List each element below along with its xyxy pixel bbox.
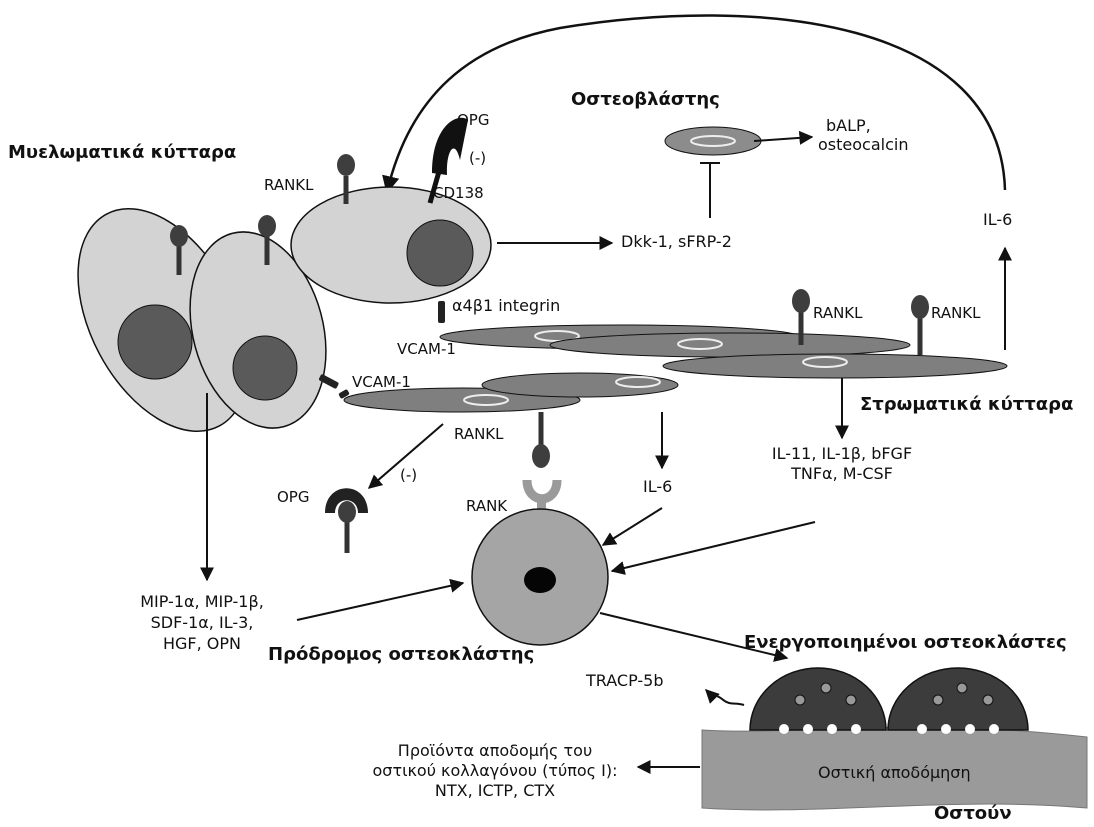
arrow-to-balp xyxy=(754,137,812,141)
integrin-connector xyxy=(438,301,445,323)
myeloma-cells-title: Μυελωματικά κύτταρα xyxy=(8,143,236,164)
osteocalcin-label: osteocalcin xyxy=(818,136,908,154)
opg-label: OPG xyxy=(277,489,309,506)
integrin-label: α4β1 integrin xyxy=(452,297,560,315)
products-label: οστικού κολλαγόνου (τύπος Ι): xyxy=(360,762,630,780)
bone-resorption-label: Οστική αποδόμηση xyxy=(818,764,971,782)
osteoblast-cell xyxy=(665,127,761,155)
opg-decoy-icon xyxy=(325,488,368,553)
inhibition-label: (-) xyxy=(469,150,486,167)
stromal-cell xyxy=(482,373,678,397)
inhibition-label: (-) xyxy=(400,467,417,484)
mip-label: MIP-1α, MIP-1β, xyxy=(112,593,292,611)
vcam-connector xyxy=(318,374,339,390)
il6-label: IL-6 xyxy=(643,478,672,496)
rankl-receptor-icon xyxy=(911,295,929,355)
mip-label: SDF-1α, IL-3, xyxy=(112,614,292,632)
rankl-label: RANKL xyxy=(813,305,863,322)
rankl-label: RANKL xyxy=(931,305,981,322)
activated-osteoclast xyxy=(750,668,886,734)
tracp-label: TRACP-5b xyxy=(586,672,663,690)
rankl-label: RANKL xyxy=(264,177,314,194)
il6-feedback-label: IL-6 xyxy=(983,211,1012,229)
rank-label: RANK xyxy=(466,498,507,515)
osteoblast-title: Οστεοβλάστης xyxy=(571,90,720,111)
rankl-receptor-icon xyxy=(532,412,550,468)
activated-osteoclasts-title: Ενεργοποιημένοι οστεοκλάστες xyxy=(744,633,1067,654)
stromal-cell xyxy=(550,333,910,357)
products-label: Προϊόντα αποδομής του xyxy=(360,742,630,760)
stromal-cell xyxy=(663,354,1007,378)
arrow-cytokines-to-precursor xyxy=(612,522,815,571)
myeloma-cell-top xyxy=(291,187,491,303)
inhibit-osteoblast xyxy=(700,163,720,218)
products-label: NTX, ICTP, CTX xyxy=(360,782,630,800)
activated-osteoclast xyxy=(888,668,1028,734)
vcam-label: VCAM-1 xyxy=(397,341,456,358)
cd138-label: CD138 xyxy=(433,185,484,202)
osteoclast-precursor-cell xyxy=(472,509,608,645)
balp-label: bALP, xyxy=(826,117,871,135)
rankl-label: RANKL xyxy=(454,426,504,443)
arrow-to-tracp xyxy=(706,690,744,705)
dkk-label: Dkk-1, sFRP-2 xyxy=(621,233,732,251)
bone-title: Οστούν xyxy=(934,804,1012,825)
arrow-mip-to-precursor xyxy=(297,583,463,620)
precursor-title: Πρόδρομος οστεοκλάστης xyxy=(268,645,534,666)
mip-label: HGF, OPN xyxy=(112,635,292,653)
opg-label: OPG xyxy=(457,112,489,129)
vcam-label: VCAM-1 xyxy=(352,374,411,391)
cytokines-label: IL-11, IL-1β, bFGF xyxy=(757,445,927,463)
stromal-cells-title: Στρωματικά κύτταρα xyxy=(860,395,1073,416)
arrow-il6-to-precursor xyxy=(603,508,662,545)
cytokines-label: TNFα, M-CSF xyxy=(757,465,927,483)
